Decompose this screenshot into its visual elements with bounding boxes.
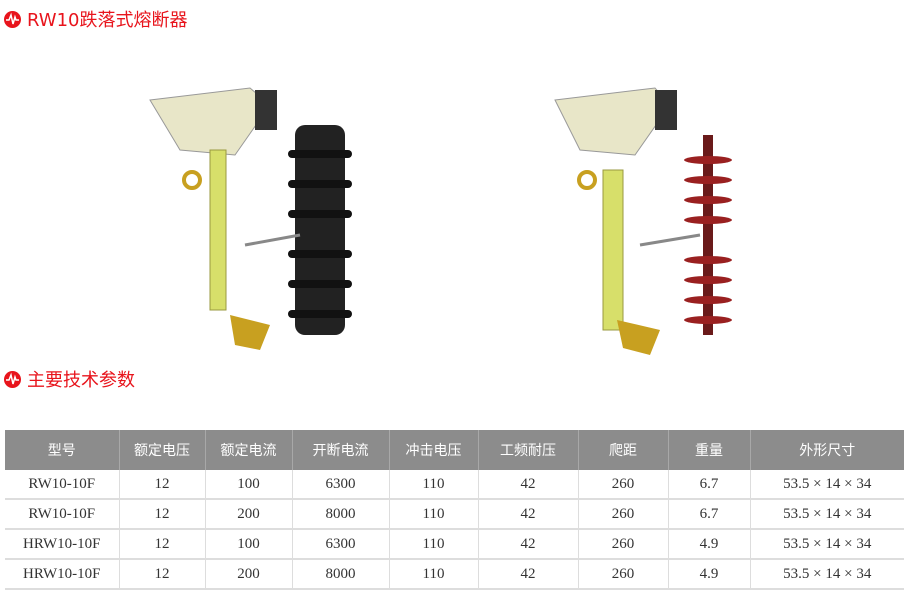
- table-cell: 100: [204, 529, 292, 560]
- table-cell: 200: [204, 499, 292, 530]
- table-cell: 8000: [291, 499, 389, 530]
- header-cell: 重量: [667, 430, 750, 470]
- table-cell: HRW10-10F: [5, 559, 119, 590]
- header-cell: 额定电流: [204, 430, 292, 470]
- header-cell: 外形尺寸: [749, 430, 904, 470]
- table-header-row: 型号 额定电压 额定电流 开断电流 冲击电压 工频耐压 爬距 重量 外形尺寸: [5, 430, 904, 470]
- table-cell: 42: [477, 470, 578, 500]
- table-cell: 260: [577, 499, 668, 530]
- table-cell: HRW10-10F: [5, 529, 119, 560]
- table-cell: 100: [204, 470, 292, 500]
- table-cell: 53.5 × 14 × 34: [749, 499, 904, 530]
- header-cell: 开断电流: [291, 430, 389, 470]
- table-cell: 8000: [291, 559, 389, 590]
- table-cell: 260: [577, 470, 668, 500]
- table-cell: RW10-10F: [5, 499, 119, 530]
- table-cell: 6.7: [667, 470, 750, 500]
- table-cell: 4.9: [667, 559, 750, 590]
- table-cell: 110: [388, 470, 478, 500]
- porcelain-fuse-image: [149, 87, 352, 350]
- table-cell: 12: [118, 499, 205, 530]
- table-cell: 12: [118, 470, 205, 500]
- pulse-icon: [4, 10, 21, 28]
- table-cell: 12: [118, 559, 205, 590]
- spec-table: 型号 额定电压 额定电流 开断电流 冲击电压 工频耐压 爬距 重量 外形尺寸 R…: [5, 430, 904, 590]
- table-cell: 4.9: [667, 529, 750, 560]
- section-title: 主要技术参数: [4, 366, 135, 392]
- page-title: RW10跌落式熔断器: [4, 6, 187, 32]
- table-cell: 12: [118, 529, 205, 560]
- table-cell: 53.5 × 14 × 34: [749, 470, 904, 500]
- table-cell: 260: [577, 529, 668, 560]
- table-cell: 42: [477, 559, 578, 590]
- table-cell: 110: [388, 559, 478, 590]
- pulse-icon: [4, 370, 21, 388]
- table-cell: 6300: [291, 529, 389, 560]
- table-cell: RW10-10F: [5, 470, 119, 500]
- header-cell: 额定电压: [118, 430, 205, 470]
- table-cell: 53.5 × 14 × 34: [749, 559, 904, 590]
- header-cell: 型号: [5, 430, 119, 470]
- table-cell: 200: [204, 559, 292, 590]
- table-cell: 53.5 × 14 × 34: [749, 529, 904, 560]
- table-cell: 42: [477, 499, 578, 530]
- table-cell: 6.7: [667, 499, 750, 530]
- header-cell: 工频耐压: [477, 430, 578, 470]
- header-cell: 冲击电压: [388, 430, 478, 470]
- composite-fuse-image: [554, 87, 732, 355]
- table-cell: 110: [388, 499, 478, 530]
- table-cell: 6300: [291, 470, 389, 500]
- header-cell: 爬距: [577, 430, 668, 470]
- table-cell: 260: [577, 559, 668, 590]
- table-cell: 42: [477, 529, 578, 560]
- table-cell: 110: [388, 529, 478, 560]
